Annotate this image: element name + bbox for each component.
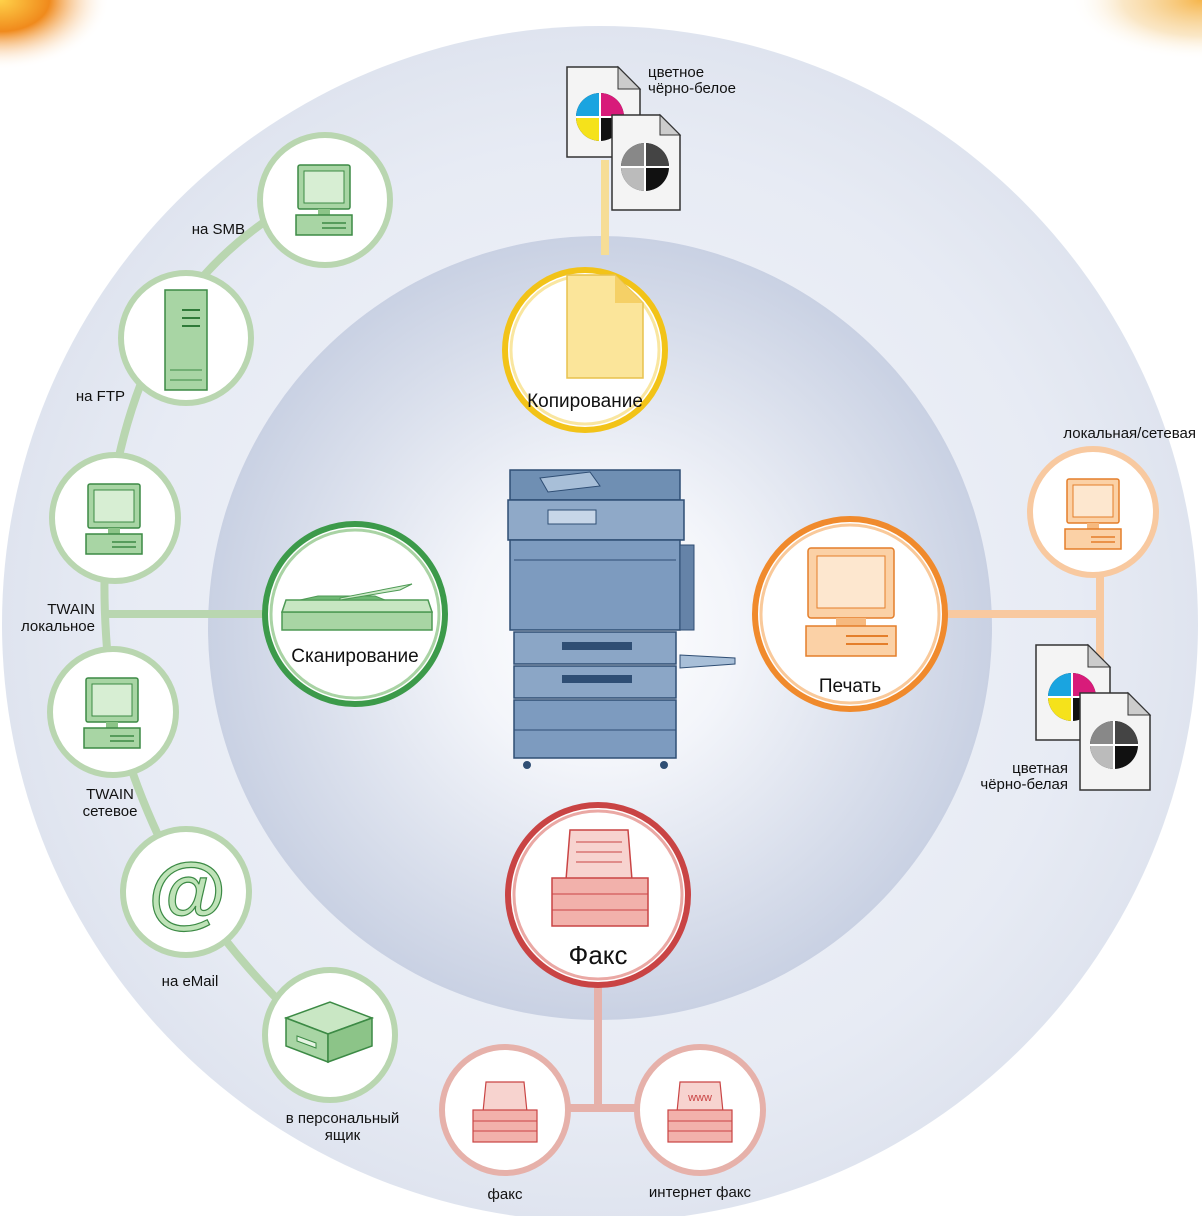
bw-page-icon: [611, 113, 682, 211]
personal-box-target-node: [262, 967, 398, 1103]
copy-node: [502, 267, 668, 433]
fax-label: Факс: [568, 940, 628, 970]
www-badge: www: [687, 1092, 712, 1104]
copy-output-color-label: цветное: [648, 64, 705, 81]
server-tower-icon: [164, 289, 208, 391]
computer-icon: [295, 164, 353, 236]
fax-machine-icon: [551, 829, 649, 927]
document-icon: [566, 274, 644, 379]
twain-local-target-node: [49, 452, 181, 584]
print-output-bw-label: чёрно-белая: [980, 776, 1068, 793]
internet-fax-label: интернет факс: [648, 1184, 752, 1201]
twain-network-label-line1: TWAIN: [86, 786, 134, 803]
print-bw-page-icon: [1079, 691, 1152, 791]
email-label: на eMail: [161, 973, 219, 990]
email-target-node: @: [120, 826, 252, 958]
copy-output-bw-label: чёрно-белое: [648, 80, 736, 97]
print-network-label: локальная/сетевая: [1063, 425, 1196, 442]
box-icon: [283, 1001, 375, 1064]
twain-network-target-node: [47, 646, 179, 778]
print-output-color-label: цветная: [1012, 760, 1068, 777]
twain-local-label-line1: TWAIN: [47, 601, 95, 618]
mfp-printer-icon: [507, 469, 736, 769]
scan-node: [262, 521, 448, 707]
fax-node: [505, 802, 691, 988]
ftp-target-node: [118, 270, 254, 406]
fax-machine-icon: [472, 1081, 538, 1143]
computer-icon: [805, 547, 897, 657]
box-label-line1: в персональный: [285, 1110, 400, 1127]
scanner-icon: [280, 583, 434, 631]
corner-flare-left: [0, 0, 110, 70]
computer-icon: [85, 483, 143, 555]
print-label: Печать: [818, 676, 882, 697]
smb-target-node: [257, 132, 393, 268]
scan-label: Сканирование: [291, 646, 419, 667]
print-node: [752, 516, 948, 712]
internet-fax-icon: www: [667, 1081, 733, 1143]
twain-network-label-line2: сетевое: [82, 803, 138, 820]
corner-flare-right: [1070, 0, 1202, 60]
computer-icon: [83, 677, 141, 749]
ftp-label: на FTP: [75, 388, 125, 405]
computer-icon: [1064, 478, 1122, 550]
copy-label: Копирование: [527, 391, 643, 412]
twain-local-label-line2: локальное: [20, 618, 95, 635]
at-sign-icon: @: [147, 848, 225, 937]
fax-target-label: факс: [487, 1186, 523, 1203]
print-network-source-node: [1027, 446, 1159, 578]
smb-label: на SMB: [191, 221, 245, 238]
fax-target-node: [439, 1044, 571, 1176]
internet-fax-target-node: www: [634, 1044, 766, 1176]
box-label-line2: ящик: [324, 1127, 361, 1144]
